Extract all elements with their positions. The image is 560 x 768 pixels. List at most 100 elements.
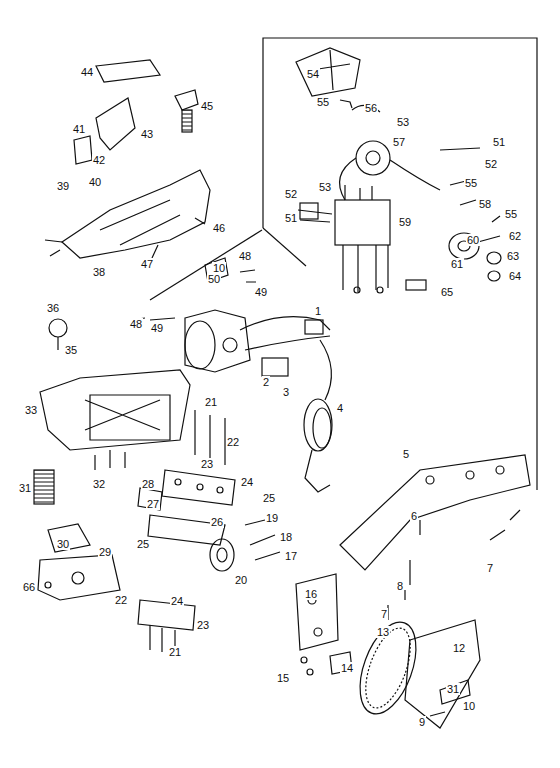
part-outline [430,712,445,716]
callout-number: 32 [92,478,106,490]
part-outline [185,321,215,369]
part-outline [340,100,352,108]
callout-number: 63 [506,250,520,262]
callout-number: 21 [204,396,218,408]
part-outline [57,337,58,350]
region-border [150,38,537,490]
callout-number: 10 [212,262,226,274]
part-outline [40,370,190,450]
callout-number: 64 [508,270,522,282]
callout-number: 19 [265,512,279,524]
part-outline [340,158,440,200]
part-outline [426,476,434,484]
callout-number: 4 [336,402,344,414]
base-assembly [34,370,280,655]
part-outline [262,358,288,376]
callout-number: 66 [22,581,36,593]
callout-number: 52 [284,188,298,200]
callout-number: 18 [279,531,293,543]
callout-number: 52 [484,158,498,170]
part-outline [162,470,235,505]
callout-number: 36 [46,302,60,314]
callout-number: 7 [380,608,388,620]
callout-number: 53 [396,116,410,128]
callout-number: 26 [210,516,224,528]
part-outline [195,410,225,465]
callout-number: 38 [92,266,106,278]
part-outline [488,271,500,281]
part-outline [263,228,306,266]
callout-number: 44 [80,66,94,78]
part-outline [138,600,195,630]
part-outline [354,287,360,293]
part-outline [182,110,192,132]
part-outline [366,151,380,165]
part-outline [305,450,330,492]
part-outline [440,148,500,222]
callout-number: 22 [114,594,128,606]
part-outline [148,515,225,545]
callout-number: 48 [129,318,143,330]
callout-number: 31 [18,482,32,494]
callout-number: 1 [314,305,322,317]
part-outline [478,236,500,242]
callout-number: 49 [254,286,268,298]
callout-number: 24 [240,476,254,488]
callout-number: 43 [140,128,154,140]
callout-number: 41 [72,123,86,135]
part-outline [49,319,67,337]
part-outline [301,657,307,663]
callout-number: 9 [418,716,426,728]
callout-number: 31 [446,683,460,695]
part-outline [496,466,504,474]
callout-number: 51 [492,136,506,148]
part-outline [175,479,181,485]
handle-assembly [45,60,210,258]
callout-number: 47 [140,258,154,270]
callout-number: 28 [141,478,155,490]
part-outline [197,484,203,490]
callout-number: 55 [316,96,330,108]
callout-number: 53 [318,181,332,193]
part-outline [217,487,223,493]
callout-number: 39 [56,180,70,192]
part-outline [245,336,330,350]
callout-number: 54 [306,68,320,80]
callout-number: 7 [486,562,494,574]
part-outline [210,539,234,571]
part-outline [405,620,480,728]
part-outline [466,471,474,479]
part-outline [320,340,331,400]
callout-number: 10 [462,700,476,712]
part-outline [263,38,537,490]
part-outline [356,141,390,175]
part-outline [223,338,237,352]
callout-number: 17 [284,550,298,562]
part-outline [406,280,426,290]
callout-number: 40 [88,176,102,188]
callout-number: 12 [452,642,466,654]
callout-number: 6 [410,510,418,522]
part-outline [296,574,338,650]
callout-number: 56 [364,102,378,114]
callout-number: 24 [170,595,184,607]
callout-number: 48 [238,250,252,262]
part-outline [307,669,313,675]
part-outline [96,98,135,150]
switch-assembly [296,48,501,293]
callout-number: 16 [304,588,318,600]
part-outline [313,408,331,448]
callout-number: 42 [92,154,106,166]
callout-number: 62 [508,230,522,242]
part-outline [304,399,332,451]
callout-number: 2 [262,376,270,388]
part-outline [245,520,280,560]
callout-number: 29 [98,546,112,558]
callout-number: 20 [234,574,248,586]
part-outline [240,317,330,330]
callout-number: 13 [376,626,390,638]
callout-number: 65 [440,286,454,298]
callout-number: 21 [168,646,182,658]
callout-number: 25 [136,538,150,550]
